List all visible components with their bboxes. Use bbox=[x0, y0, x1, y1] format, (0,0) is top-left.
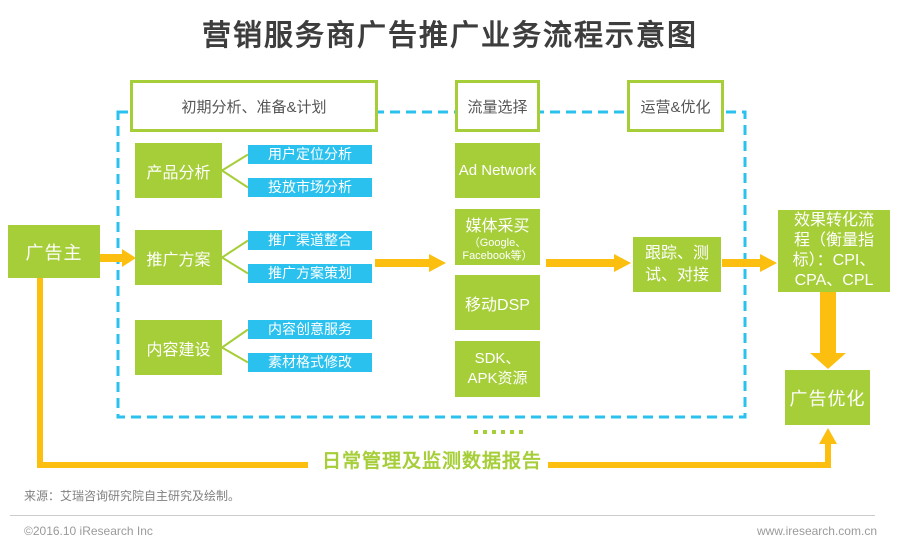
phase-traffic-selection: 流量选择 bbox=[455, 80, 540, 132]
conversion-metrics-node: 效果转化流程（衡量指标）：CPI、CPA、CPL bbox=[778, 210, 890, 292]
category-connector-lines bbox=[221, 153, 249, 364]
footer-divider bbox=[10, 515, 875, 516]
item-channel-integration: 推广渠道整合 bbox=[248, 231, 372, 250]
channel-ad-network: Ad Network bbox=[455, 143, 540, 198]
tracking-testing-node: 跟踪、测试、对接 bbox=[633, 237, 721, 292]
phase-label: 运营&优化 bbox=[640, 98, 711, 116]
source-note: 来源：艾瑞咨询研究院自主研究及绘制。 bbox=[24, 489, 241, 503]
item-plan-strategy: 推广方案策划 bbox=[248, 264, 372, 283]
ad-optimization-node: 广告优化 bbox=[785, 370, 870, 425]
phase-label: 流量选择 bbox=[467, 98, 528, 116]
copyright-text: ©2016.10 iResearch Inc bbox=[24, 524, 153, 538]
channel-sublabel: （Google、Facebook等） bbox=[462, 236, 533, 262]
channel-sdk-apk: SDK、APK资源 bbox=[455, 341, 540, 397]
item-material-format: 素材格式修改 bbox=[248, 353, 372, 372]
website-link: www.iresearch.com.cn bbox=[756, 524, 877, 538]
channel-mobile-dsp: 移动DSP bbox=[455, 275, 540, 330]
category-product-analysis: 产品分析 bbox=[135, 143, 222, 198]
item-market-analysis: 投放市场分析 bbox=[248, 178, 372, 197]
channel-label: 媒体采买 bbox=[465, 217, 530, 235]
channel-media-buying: 媒体采买 （Google、Facebook等） bbox=[455, 209, 540, 265]
phase-initial-analysis: 初期分析、准备&计划 bbox=[130, 80, 378, 132]
page-title: 营销服务商广告推广业务流程示意图 bbox=[201, 20, 698, 52]
advertiser-node: 广告主 bbox=[8, 225, 100, 278]
daily-report-label: 日常管理及监测数据报告 bbox=[321, 451, 542, 472]
item-creative-service: 内容创意服务 bbox=[248, 320, 372, 339]
category-promotion-plan: 推广方案 bbox=[135, 230, 222, 285]
category-content-building: 内容建设 bbox=[135, 320, 222, 375]
phase-operation-optimization: 运营&优化 bbox=[627, 80, 724, 132]
phase-label: 初期分析、准备&计划 bbox=[181, 98, 327, 116]
continuation-dots bbox=[474, 430, 523, 434]
item-user-positioning-analysis: 用户定位分析 bbox=[248, 145, 372, 164]
